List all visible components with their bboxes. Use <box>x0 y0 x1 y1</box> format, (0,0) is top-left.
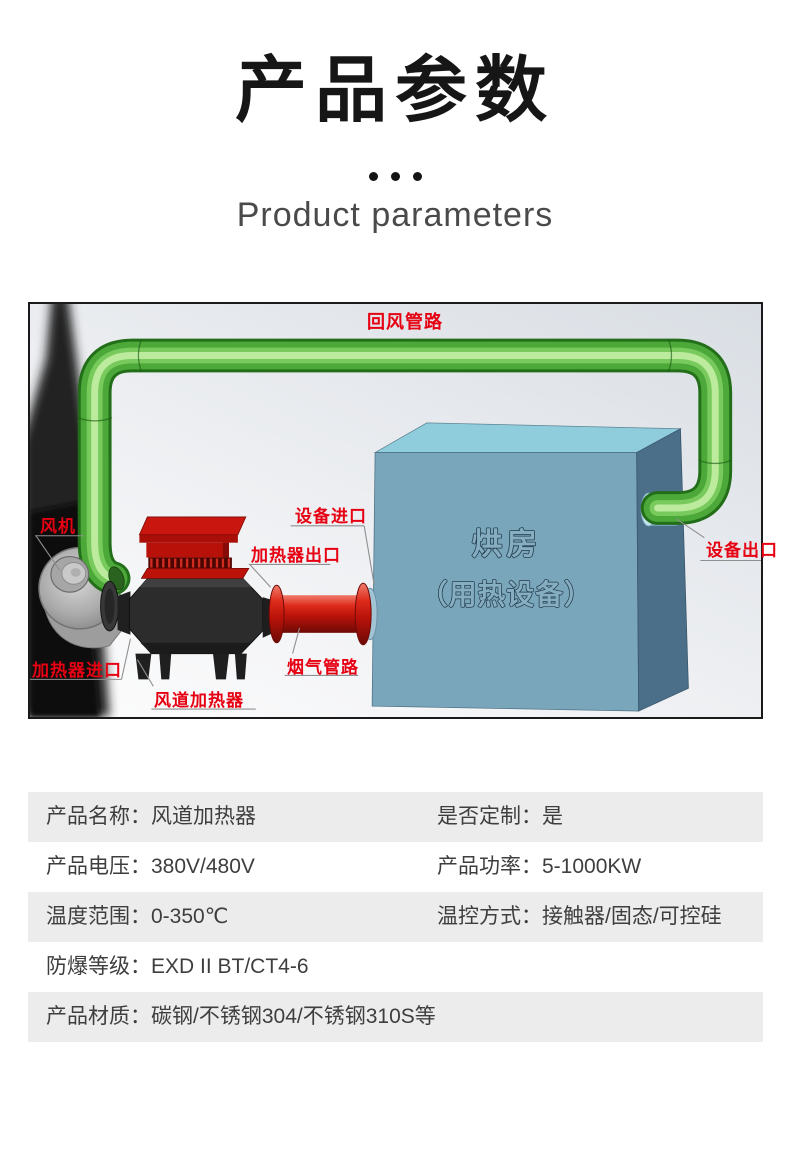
label-return-air-pipe: 回风管路 <box>367 312 443 332</box>
heater-legs <box>135 653 247 680</box>
oven-name-text: 烘房 <box>472 527 542 562</box>
spec-cell: 产品名称：风道加热器 <box>28 792 437 842</box>
page-title: 产品参数 <box>234 51 555 131</box>
spec-cell: 防爆等级：EXD II BT/CT4-6 <box>28 942 437 992</box>
spec-value: 380V/480V <box>151 855 255 878</box>
fan-hub <box>50 555 90 593</box>
pipe-joint-marks <box>77 339 732 465</box>
system-diagram: 烘房 （用热设备） <box>28 302 777 719</box>
spec-value: 0-350℃ <box>151 905 229 928</box>
duct-heater-unit <box>100 516 276 680</box>
dot-icon <box>412 172 422 181</box>
spec-row: 产品电压：380V/480V 产品功率：5-1000KW <box>28 842 763 892</box>
spec-cell: 产品电压：380V/480V <box>28 842 437 892</box>
label-fan: 风机 <box>40 517 76 536</box>
spec-label: 产品功率： <box>437 855 542 878</box>
flue-gas-pipe-shape <box>268 582 378 646</box>
heater-terminal-box <box>138 516 250 579</box>
label-heater-outlet: 加热器出口 <box>251 546 341 565</box>
oven-box: 烘房 （用热设备） <box>371 422 689 712</box>
spec-label: 防爆等级： <box>46 955 151 978</box>
spec-label: 产品材质： <box>46 1005 151 1028</box>
spec-row: 产品材质：碳钢/不锈钢304/不锈钢310S等 <box>28 992 763 1042</box>
spec-label: 温控方式： <box>437 905 542 928</box>
title-separator-dots <box>0 172 790 181</box>
label-equipment-inlet: 设备进口 <box>295 507 367 526</box>
spec-table: 产品名称：风道加热器 是否定制：是 产品电压：380V/480V 产品功率：5-… <box>28 792 763 1042</box>
spec-row: 温度范围：0-350℃ 温控方式：接触器/固态/可控硅 <box>28 892 763 942</box>
label-equipment-outlet: 设备出口 <box>706 541 778 560</box>
diagram-scene: 烘房 （用热设备） <box>30 304 761 717</box>
spec-cell: 温控方式：接触器/固态/可控硅 <box>437 892 763 942</box>
label-heater-inlet: 加热器进口 <box>32 661 122 680</box>
spec-value: 5-1000KW <box>542 855 642 878</box>
spec-label: 温度范围： <box>46 905 151 928</box>
spec-cell: 温度范围：0-350℃ <box>28 892 437 942</box>
leader-lines <box>30 518 761 710</box>
spec-cell: 是否定制：是 <box>437 792 763 842</box>
spec-value: 风道加热器 <box>151 805 256 828</box>
spec-label: 产品电压： <box>46 855 151 878</box>
oven-note-text: （用热设备） <box>420 579 593 610</box>
label-duct-heater: 风道加热器 <box>154 691 244 710</box>
label-flue-gas-pipe: 烟气管路 <box>287 658 359 677</box>
page-subtitle: Product parameters <box>236 196 554 234</box>
spec-cell <box>437 942 763 992</box>
dot-icon <box>390 172 400 181</box>
spec-cell <box>437 992 763 1042</box>
spec-value: 接触器/固态/可控硅 <box>542 905 722 928</box>
dot-icon <box>368 172 378 181</box>
spec-value: EXD II BT/CT4-6 <box>151 955 309 978</box>
spec-row: 防爆等级：EXD II BT/CT4-6 <box>28 942 763 992</box>
spec-value: 是 <box>542 805 563 828</box>
spec-label: 是否定制： <box>437 805 542 828</box>
spec-row: 产品名称：风道加热器 是否定制：是 <box>28 792 763 842</box>
spec-label: 产品名称： <box>46 805 151 828</box>
return-air-pipe <box>77 338 733 596</box>
spec-cell: 产品材质：碳钢/不锈钢304/不锈钢310S等 <box>28 992 437 1042</box>
spec-value: 碳钢/不锈钢304/不锈钢310S等 <box>151 1005 436 1028</box>
spec-cell: 产品功率：5-1000KW <box>437 842 763 892</box>
